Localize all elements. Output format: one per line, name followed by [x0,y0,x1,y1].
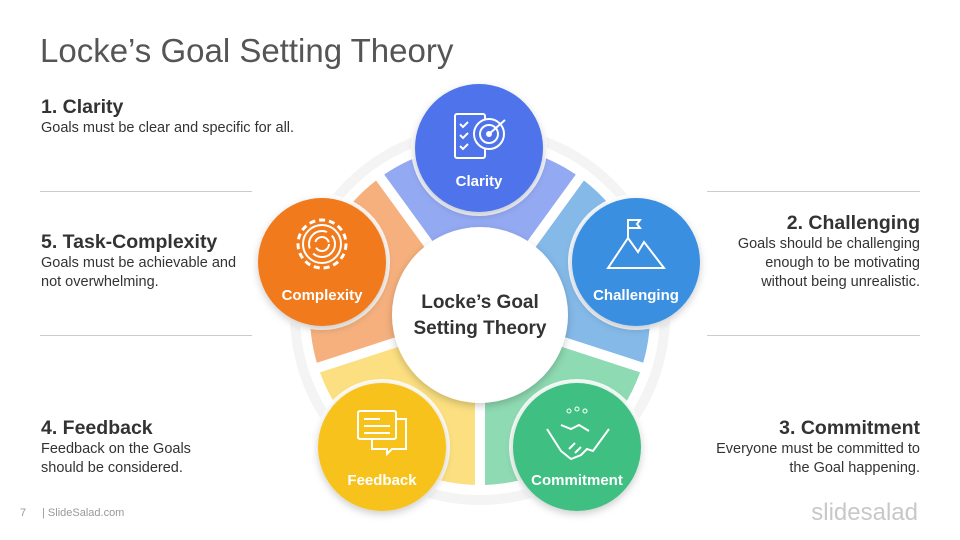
node-label: Complexity [282,287,364,304]
challenging-block: 2. Challenging Goals should be challengi… [730,212,920,292]
feedback-desc: Feedback on the Goals should be consider… [41,441,191,476]
clarity-desc: Goals must be clear and specific for all… [41,120,295,136]
divider [40,191,252,192]
node-challenging: Challenging [568,194,704,330]
page-number: 7 [20,507,27,519]
commitment-desc: Everyone must be committed to the Goal h… [716,441,920,476]
center-title-line2: Setting Theory [413,318,546,339]
node-complexity: Complexity [254,194,390,330]
handshake-icon [546,406,610,461]
divider [40,335,252,336]
footer-site: | SlideSalad.com [42,507,125,519]
commitment-block: 3. Commitment Everyone must be committed… [700,417,920,478]
center-title-line1: Locke’s Goal [421,292,539,313]
center-circle [392,227,568,403]
node-label: Feedback [347,472,417,489]
feedback-heading: 4. Feedback [41,417,153,439]
divider [707,335,920,336]
node-label: Commitment [531,472,623,489]
node-clarity: Clarity [411,80,547,216]
node-label: Clarity [456,173,503,190]
page-title: Locke’s Goal Setting Theory [40,32,454,69]
challenging-desc: Goals should be challenging enough to be… [737,236,920,290]
node-commitment: Commitment [509,379,645,515]
challenging-heading: 2. Challenging [786,212,920,234]
mountain-flag-icon [606,219,667,269]
node-feedback: Feedback [314,379,450,515]
commitment-heading: 3. Commitment [779,417,920,439]
node-label: Challenging [593,287,679,304]
complexity-block: 5. Task-Complexity Goals must be achieva… [41,231,251,292]
gear-maze-icon [296,218,348,270]
chat-bubbles-icon [357,410,407,457]
clarity-block: 1. Clarity Goals must be clear and speci… [41,96,311,138]
complexity-desc: Goals must be achievable and not overwhe… [41,255,237,290]
feedback-block: 4. Feedback Feedback on the Goals should… [41,417,231,478]
checklist-target-icon [454,113,506,159]
complexity-heading: 5. Task-Complexity [41,231,218,253]
clarity-heading: 1. Clarity [41,96,124,118]
slidesalad-logo: slidesalad [811,499,918,526]
divider [707,191,920,192]
